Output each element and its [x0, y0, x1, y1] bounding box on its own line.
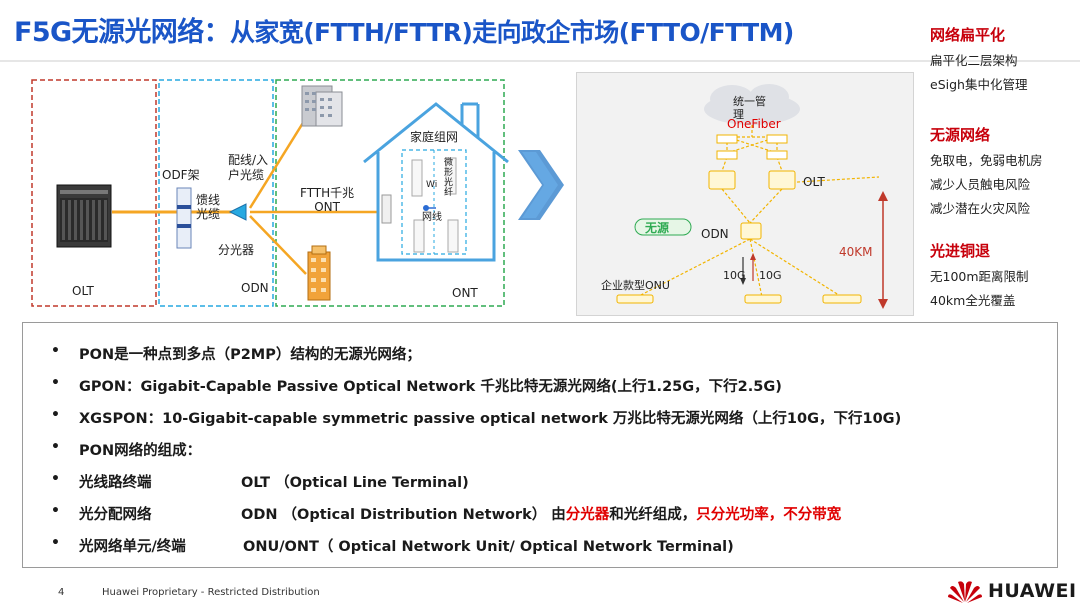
feeder-cable-label: 馈线 光缆 — [196, 193, 221, 221]
power-split-highlight: 只分光功率，不分带宽 — [696, 507, 842, 523]
uplink-rate-label: 10G — [759, 269, 782, 282]
switch-icon-3 — [716, 150, 738, 160]
switch-icon-1 — [716, 134, 738, 144]
passive-badge — [634, 218, 692, 236]
ap-device-icon-4 — [447, 219, 459, 253]
switch-icon-4 — [766, 150, 788, 160]
onu-device-icon-1 — [616, 294, 654, 304]
passive-label: 无源 — [645, 221, 670, 235]
bullet-term: 光分配网络 — [79, 507, 152, 523]
title-sub: 从家宽(FTTH/FTTR)走向政企市场(FTTO/FTTM) — [230, 18, 794, 47]
huawei-logo-icon — [948, 581, 982, 603]
proprietary-notice: Huawei Proprietary - Restricted Distribu… — [102, 587, 320, 598]
network-cable-small-label: 网线 — [422, 212, 442, 223]
ont-region-box — [275, 79, 505, 307]
left-diagram-graphics — [31, 79, 509, 307]
residential-building-icon — [301, 85, 343, 127]
distribution-cable-label: 配线/入 户光缆 — [228, 153, 269, 182]
ap-device-icon-1 — [411, 159, 423, 197]
olt-label: OLT — [72, 284, 94, 298]
olt-region-box — [31, 79, 157, 307]
wifi-small-label: Wi — [426, 180, 438, 190]
title-main: F5G无源光网络： — [14, 17, 231, 48]
passive-network-line-1: 免取电，免弱电机房 — [930, 153, 1043, 168]
olt-icon-2 — [768, 170, 796, 190]
page-number: 4 — [58, 587, 65, 598]
odf-rack-icon — [176, 187, 192, 249]
odn-splitter-icon — [740, 222, 762, 240]
bullet-text: GPON：Gigabit-Capable Passive Optical Net… — [79, 379, 782, 395]
core-links — [636, 125, 880, 298]
right-odn-label: ODN — [701, 227, 729, 241]
flat-network-heading: 网络扁平化 — [930, 26, 1006, 44]
flat-network-line-2: eSigh集中化管理 — [930, 77, 1028, 92]
fiber-replace-copper-line-2: 40km全光覆盖 — [930, 293, 1016, 308]
right-olt-label: OLT — [803, 175, 825, 189]
page-title: F5G无源光网络：从家宽(FTTH/FTTR)走向政企市场(FTTO/FTTM) — [14, 10, 794, 49]
splitter-label: 分光器 — [218, 243, 255, 257]
bullet-term: 光网络单元/终端 — [79, 539, 186, 555]
passive-network-heading: 无源网络 — [930, 126, 991, 144]
odn-definition-text: ODN （Optical Distribution Network） 由 — [241, 507, 566, 523]
onu-device-icon-3 — [822, 294, 862, 304]
enterprise-onu-label: 企业款型ONU — [601, 279, 670, 292]
cloud-management-label: 统一管 理 — [733, 95, 766, 121]
ftth-ont-label: FTTH千兆 ONT — [300, 186, 355, 214]
splitter-icon — [228, 203, 247, 221]
switch-icon-2 — [766, 134, 788, 144]
left-network-diagram: OLT ODF架 馈线 光缆 配线/入 户光缆 分光器 ODN FTTH千兆 O… — [0, 60, 560, 320]
cloud-icon — [704, 84, 800, 125]
onu-device-icon-2 — [744, 294, 782, 304]
flat-network-line-1: 扁平化二层架构 — [930, 53, 1018, 68]
home-network-label: 家庭组网 — [410, 130, 459, 144]
odn-label: ODN — [241, 281, 269, 295]
home-house-icon — [363, 102, 509, 262]
fiber-replace-copper-line-1: 无100m距离限制 — [930, 269, 1029, 284]
right-diagram-graphics — [616, 84, 888, 309]
ap-device-icon-2 — [413, 219, 425, 253]
bullet-definition: ODN （Optical Distribution Network） 由分光器和… — [241, 503, 841, 524]
fiber-replace-copper-heading: 光进铜退 — [930, 242, 991, 260]
odn-region-box — [158, 79, 274, 307]
distance-label: 40KM — [839, 245, 873, 259]
bullet-term: 光线路终端 — [79, 475, 152, 491]
huawei-logo-text: HUAWEI — [988, 580, 1077, 602]
bullet-text: PON网络的组成： — [79, 443, 202, 459]
ont-label: ONT — [452, 286, 478, 300]
transition-arrow-icon — [518, 150, 564, 220]
title-divider — [0, 60, 1080, 62]
splitter-highlight: 分光器 — [565, 507, 610, 523]
passive-network-line-2: 减少人员触电风险 — [930, 177, 1031, 192]
onefiber-brand-label: OneFiber — [727, 117, 781, 131]
fiber-to-building-line — [248, 117, 308, 209]
micro-fiber-small-label: 微 形 光 纤 — [444, 158, 454, 198]
bullet-definition: ONU/ONT（ Optical Network Unit/ Optical N… — [243, 539, 734, 555]
pon-bullet-box: •PON是一种点到多点（P2MP）结构的无源光网络； •GPON：Gigabit… — [22, 322, 1058, 568]
olt-icon-1 — [708, 170, 736, 190]
bullet-definition: OLT （Optical Line Terminal) — [241, 475, 469, 491]
bullet-text: XGSPON：10-Gigabit-capable symmetric pass… — [79, 411, 902, 427]
bullet-text: PON是一种点到多点（P2MP）结构的无源光网络； — [79, 347, 421, 363]
office-tower-icon — [307, 245, 331, 301]
ap-device-icon-3 — [445, 157, 457, 195]
odf-label: ODF架 — [162, 168, 200, 182]
passive-network-line-3: 减少潜在火灾风险 — [930, 201, 1031, 216]
ont-device-icon — [381, 194, 392, 224]
downlink-rate-label: 10G — [723, 269, 746, 282]
right-network-diagram: 统一管 理 OneFiber OLT 无源 ODN 40KM 企业款型ONU 1… — [576, 72, 914, 316]
odn-mid-text: 和光纤组成， — [609, 507, 697, 523]
fiber-to-tower-line — [249, 215, 307, 275]
